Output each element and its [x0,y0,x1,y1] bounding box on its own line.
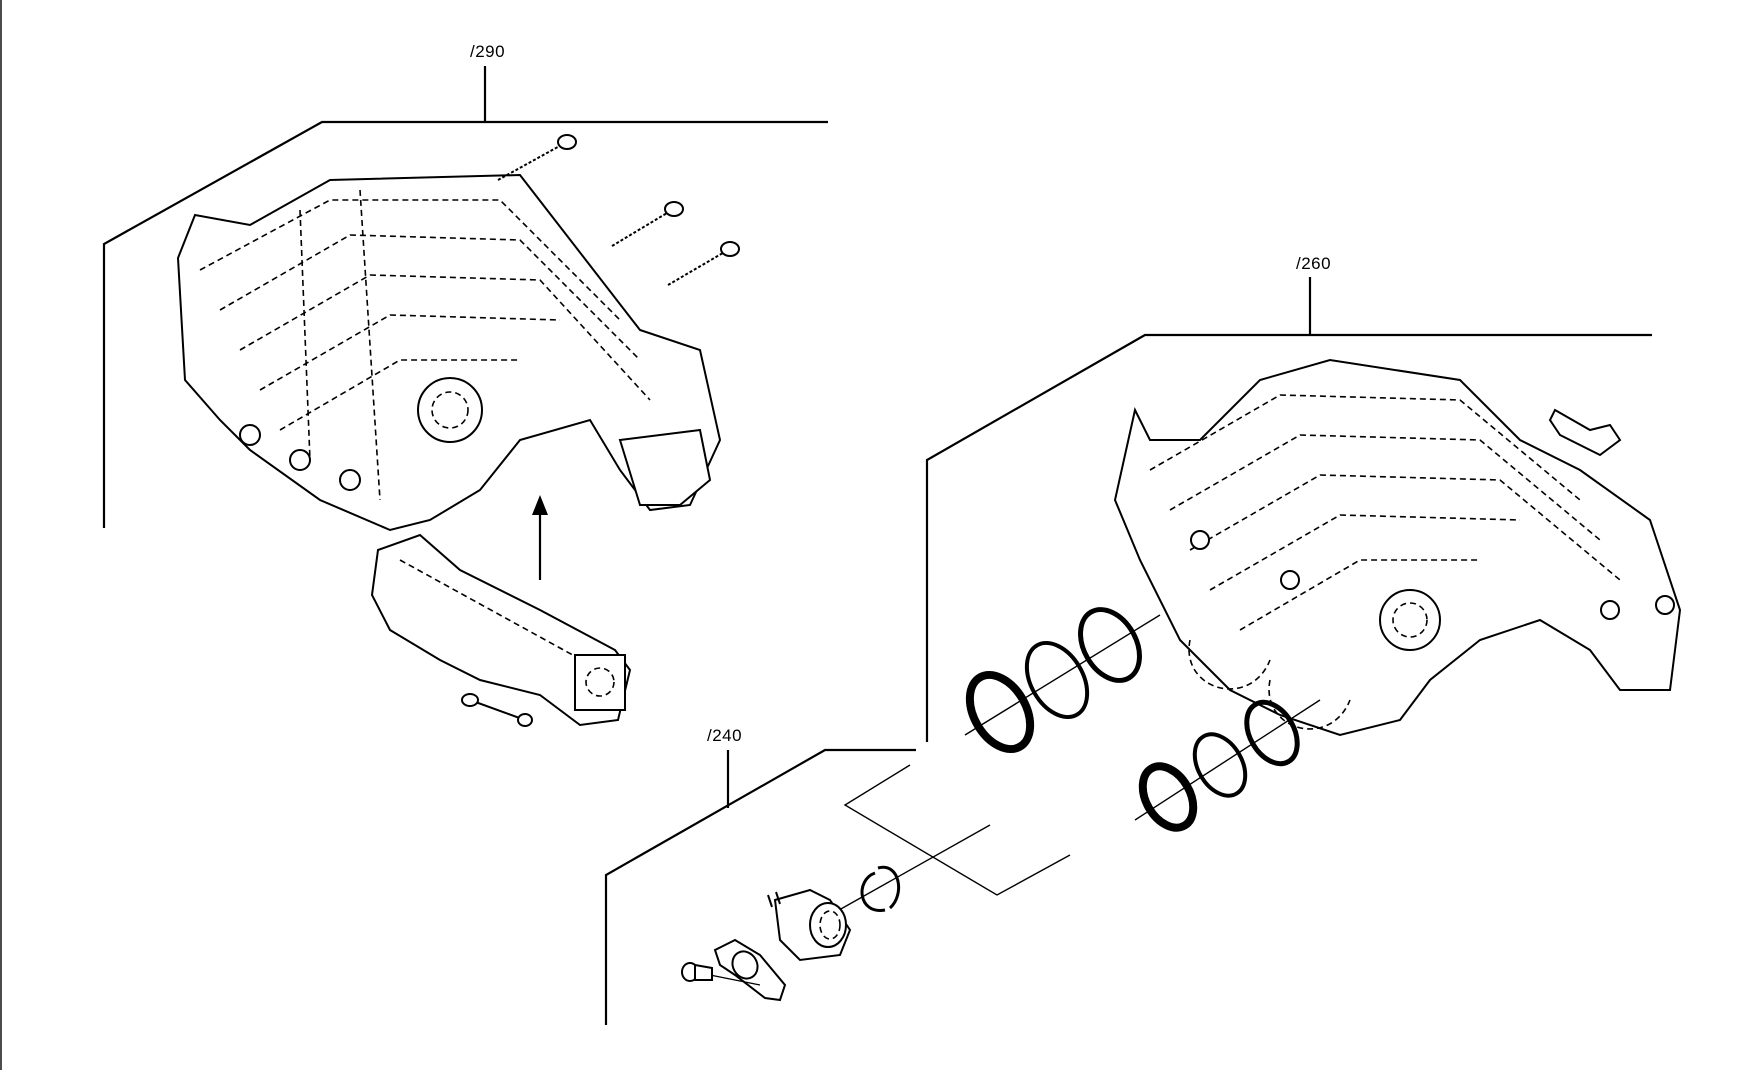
arrow-up-icon [532,495,548,580]
leader-260 [925,277,1652,742]
clip-part [1548,408,1622,457]
sensor-shaft-part [370,533,632,727]
assembly-guide-lines [799,764,1071,933]
callout-label-290: /290 [470,42,506,61]
control-unit-top [176,173,722,532]
seal-rings-upper [964,607,1161,753]
screw [681,962,761,986]
callout-label-240: /240 [707,726,743,745]
bolts-top [497,134,740,286]
leader-290 [102,66,828,528]
speed-sensor [767,888,852,962]
mounting-plate [713,938,787,1002]
callout-label-260: /260 [1296,254,1332,273]
seal-rings-lower [1134,699,1321,832]
small-pin-part [461,693,533,727]
small-snap-ring [860,865,900,912]
leader-240 [604,748,916,1025]
control-unit-right [1113,358,1682,737]
